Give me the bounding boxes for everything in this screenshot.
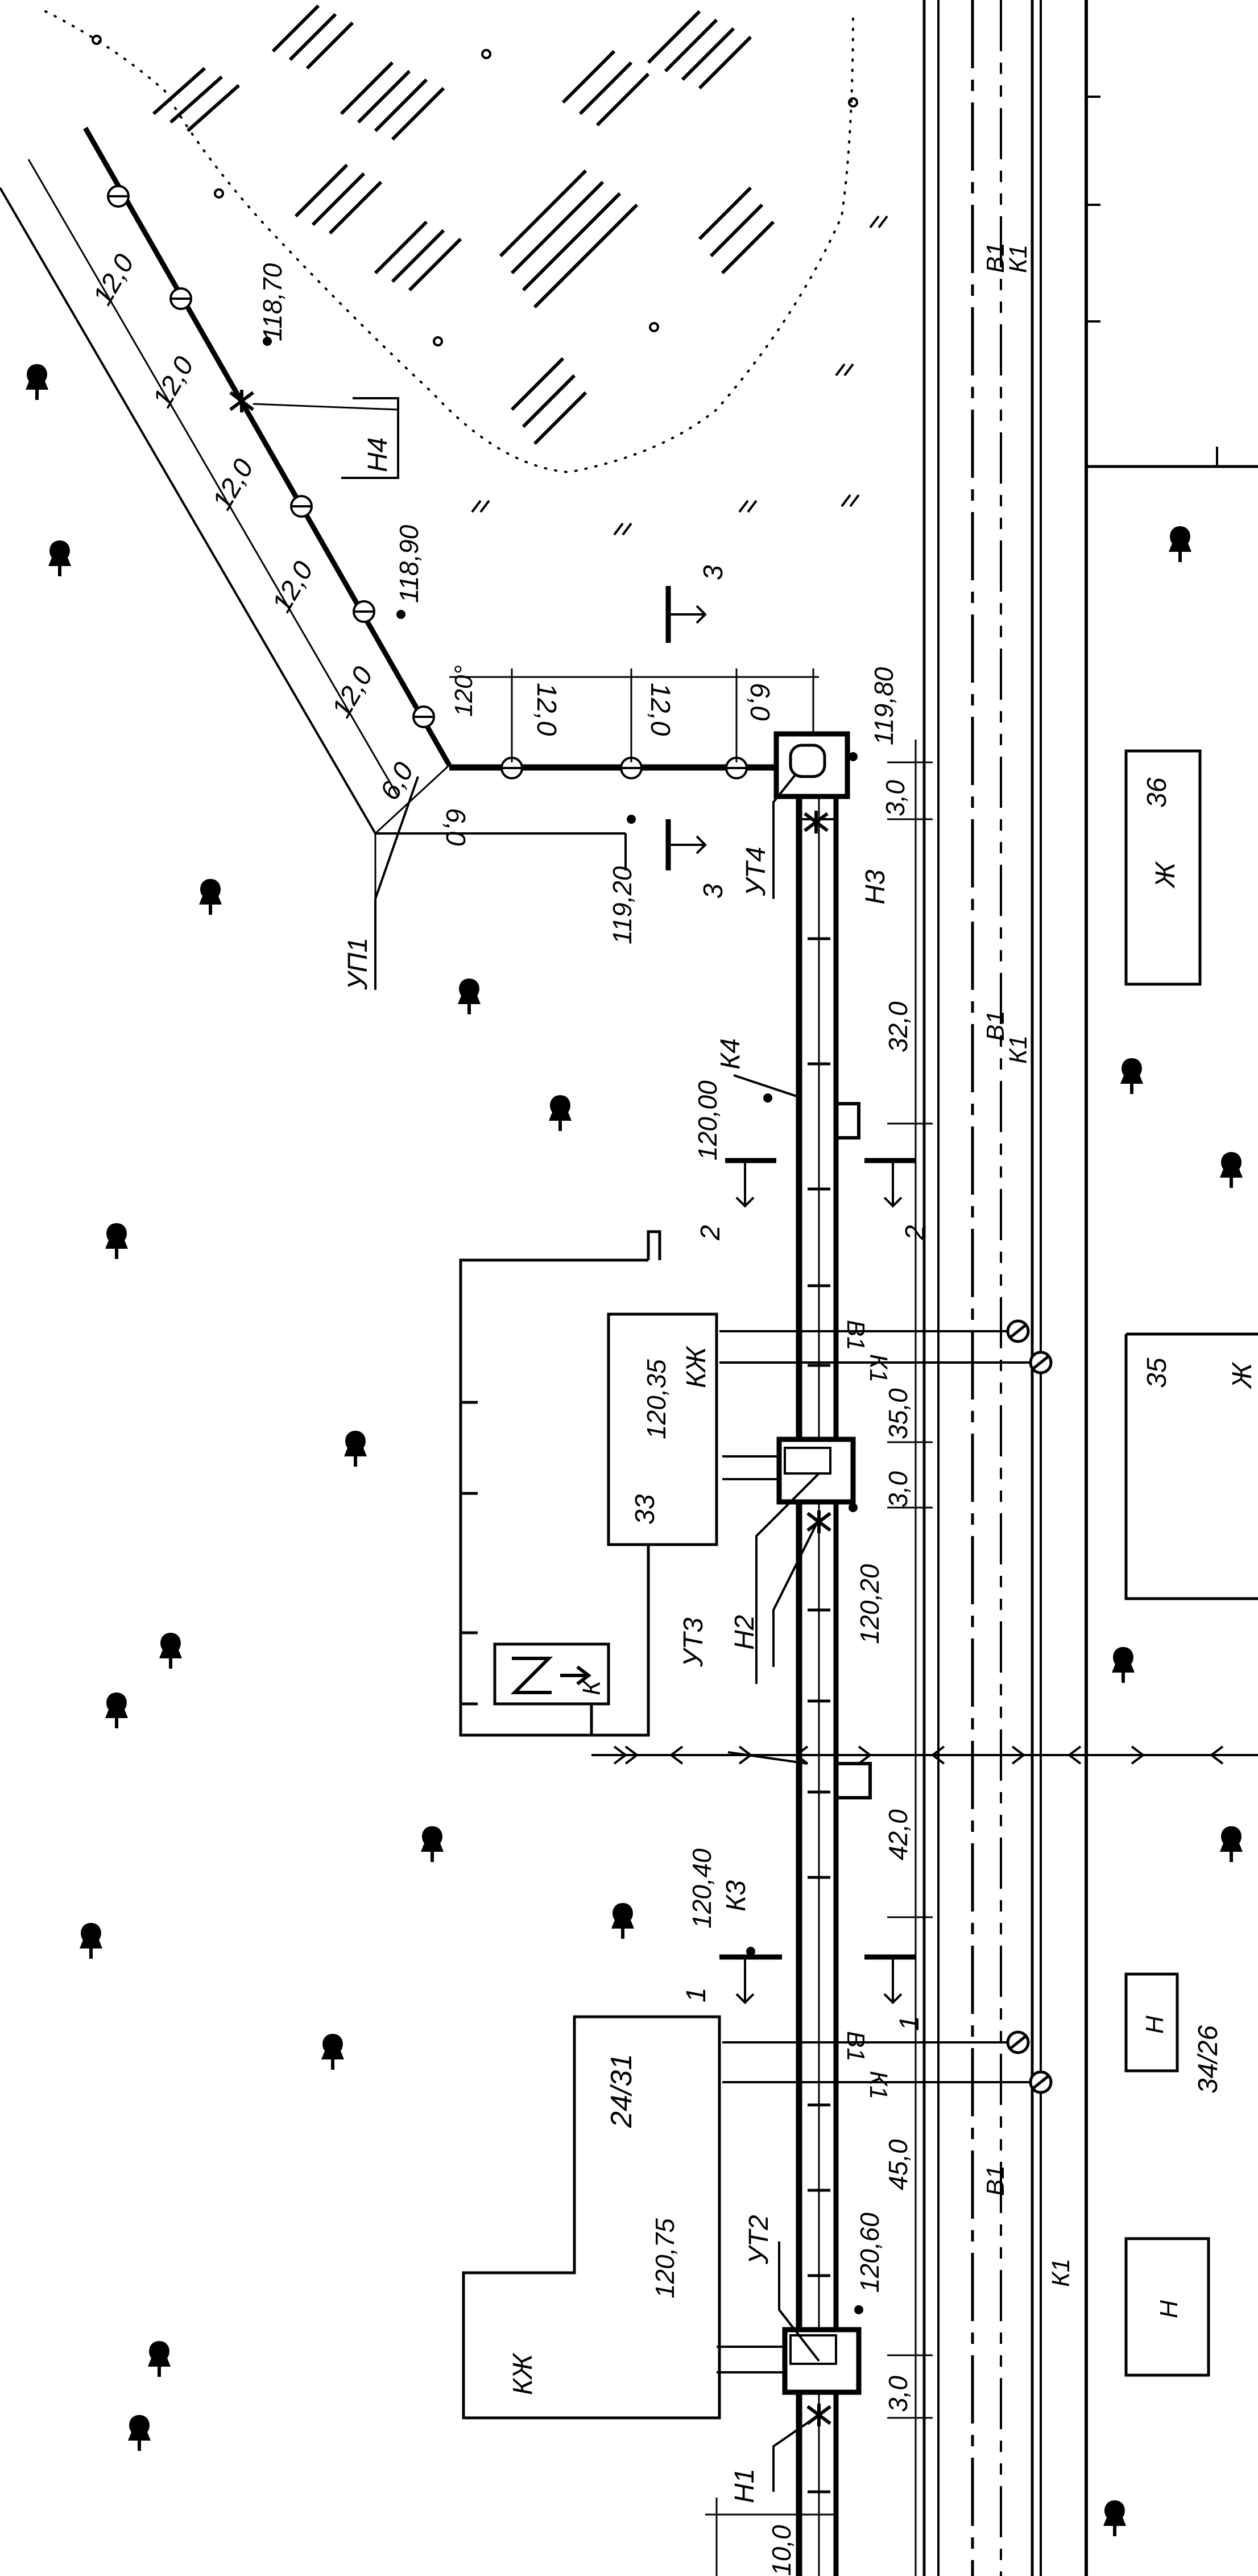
dim-diag-2: 12,0 xyxy=(147,352,200,413)
dim-top-1: 6,0 xyxy=(440,808,470,846)
leader-lines xyxy=(341,397,837,2492)
dim-diag-5: 12,0 xyxy=(326,662,379,723)
section-2-left: 2 xyxy=(696,1225,726,1241)
main-pipes xyxy=(796,785,839,2576)
section-arrows xyxy=(668,605,903,2004)
dim-top-3: 12,0 xyxy=(645,683,675,736)
label-k1-mid: К1 xyxy=(1004,1035,1032,1064)
building-2431-number: 24/31 xyxy=(605,2054,638,2128)
top-dimension-line xyxy=(449,668,819,762)
dim-45: 45,0 xyxy=(883,2139,913,2190)
label-n1: Н1 xyxy=(730,2468,760,2503)
z-k-letter: К xyxy=(578,1679,606,1695)
label-v1-top: В1 xyxy=(982,242,1009,273)
dim-diag-1: 12,0 xyxy=(88,249,140,311)
top-branch xyxy=(449,668,819,779)
building-top-ticks xyxy=(1086,96,1218,467)
dim-3-top: 3,0 xyxy=(880,780,910,816)
elev-120-20: 120,20 xyxy=(855,1564,884,1644)
label-v1-branch2: В1 xyxy=(842,2031,870,2062)
label-up1: УП1 xyxy=(343,938,373,990)
label-k4: К4 xyxy=(715,1038,746,1070)
diag-wells xyxy=(107,185,435,728)
dim-3-mid: 3,0 xyxy=(883,1471,913,1508)
hydrant-stars xyxy=(804,811,831,2426)
label-n2: Н2 xyxy=(730,1615,760,1650)
chamber-ut2 xyxy=(782,2327,862,2395)
label-ut2: УТ2 xyxy=(744,2215,774,2265)
well-k3-shape xyxy=(834,1741,872,1799)
dim-top-4: 6,0 xyxy=(744,683,775,721)
trees xyxy=(26,364,1243,2536)
elev-120-75: 120,75 xyxy=(650,2218,680,2298)
label-v1-bot: В1 xyxy=(982,2165,1009,2196)
service-wells xyxy=(1006,1319,1053,2094)
label-k1-top: К1 xyxy=(1004,245,1032,273)
section-3-top: 3 xyxy=(698,565,729,580)
elev-118-90: 118,90 xyxy=(394,525,424,603)
label-n4: Н4 xyxy=(363,437,393,472)
label-ut4: УТ4 xyxy=(741,847,771,897)
well-k4-shape xyxy=(834,1081,860,1140)
building-3426: 34/26 xyxy=(1193,2025,1223,2094)
hatching xyxy=(152,4,775,445)
building-2431-type: КЖ xyxy=(508,2352,538,2395)
service-connections xyxy=(717,1330,1041,2373)
building-outlines xyxy=(459,0,1258,2420)
left-dimension-line xyxy=(705,2497,836,2576)
elev-118-70: 118,70 xyxy=(258,263,287,341)
building-35-number: 35 xyxy=(1142,1357,1172,1388)
label-v1-branch1: В1 xyxy=(842,1320,870,1351)
building-33-number: 33 xyxy=(630,1494,660,1525)
section-2-right: 2 xyxy=(900,1225,930,1241)
label-ut3: УТ3 xyxy=(678,1617,709,1667)
elev-120-40: 120,40 xyxy=(687,1848,717,1929)
building-35-type: Ж xyxy=(1227,1361,1257,1389)
elev-120-35: 120,35 xyxy=(642,1359,671,1439)
label-n3: Н3 xyxy=(860,869,891,905)
dim-35: 35,0 xyxy=(883,1388,913,1439)
label-angle: 120° xyxy=(450,665,478,717)
z-k-symbol xyxy=(510,1657,591,1694)
tree-dots xyxy=(92,35,858,346)
dim-32: 32,0 xyxy=(883,1001,913,1052)
dim-diag-3: 12,0 xyxy=(207,454,260,515)
elev-120-00: 120,00 xyxy=(693,1080,722,1161)
chamber-ut4 xyxy=(773,731,850,799)
building-36-type: Ж xyxy=(1151,861,1181,889)
right-dimension-line xyxy=(887,740,933,2576)
building-36-number: 36 xyxy=(1142,777,1172,808)
section-3-bottom: 3 xyxy=(698,884,729,899)
elev-119-20: 119,20 xyxy=(607,866,637,944)
elevation-dots xyxy=(263,337,863,2314)
label-k1-branch1: К1 xyxy=(864,1354,892,1382)
elev-119-80: 119,80 xyxy=(869,667,899,745)
label-k1-branch2: К1 xyxy=(864,2071,892,2099)
building-33-type: КЖ xyxy=(681,1345,711,1388)
dim-3-bot: 3,0 xyxy=(883,2376,913,2412)
dim-42: 42,0 xyxy=(883,1809,913,1860)
building-h2: Н xyxy=(1155,2300,1183,2318)
dim-10: 10,0 xyxy=(767,2525,796,2576)
section-1-left: 1 xyxy=(681,1987,711,2003)
grass-marks xyxy=(471,215,888,536)
section-1-right: 1 xyxy=(895,2016,925,2031)
building-h1: Н xyxy=(1141,2016,1169,2034)
label-k1-bot: К1 xyxy=(1047,2259,1075,2287)
n4-star xyxy=(229,390,254,412)
dim-diag-4: 12,0 xyxy=(267,556,320,618)
elev-120-60: 120,60 xyxy=(855,2212,884,2293)
label-k3: К3 xyxy=(721,1880,751,1912)
label-v1-mid: В1 xyxy=(982,1010,1009,1041)
chamber-ut3 xyxy=(776,1436,856,1505)
dim-top-2: 12,0 xyxy=(531,683,561,736)
